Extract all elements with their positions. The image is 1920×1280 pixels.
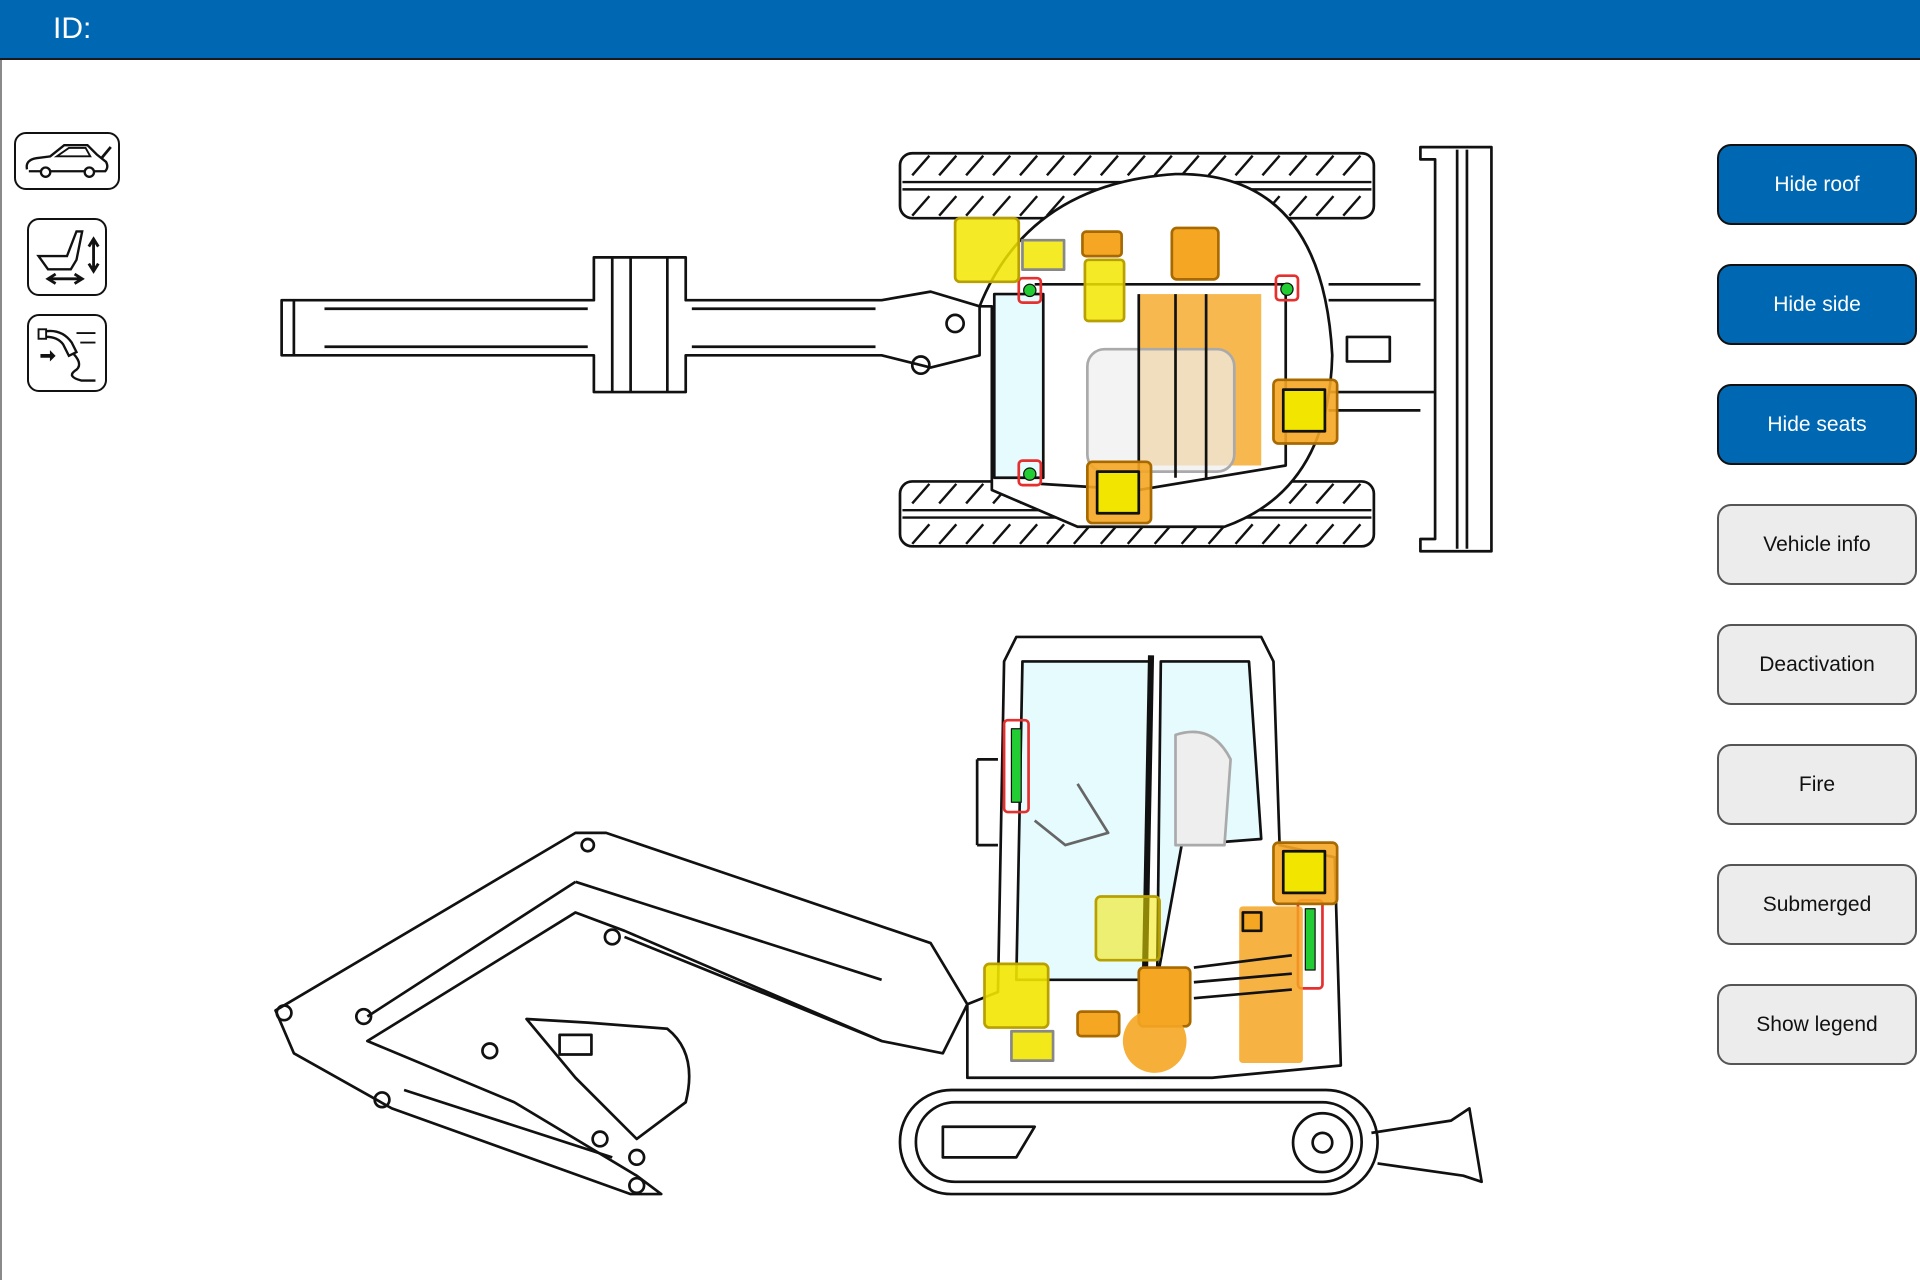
track-tread: [1342, 483, 1362, 545]
vehicle-info-button[interactable]: Vehicle info: [1717, 504, 1917, 585]
track-tread: [1288, 483, 1308, 545]
seat-adjust-icon: [36, 230, 100, 285]
hide-roof-button[interactable]: Hide roof: [1717, 144, 1917, 225]
track-tread: [911, 483, 931, 545]
car-trunk-button[interactable]: [14, 132, 120, 190]
header-bar: ID:: [0, 0, 1920, 60]
window-border: [0, 0, 2, 1280]
track-tread: [911, 154, 931, 217]
show-legend-button[interactable]: Show legend: [1717, 984, 1917, 1065]
seat-adjust-button[interactable]: [27, 218, 107, 296]
track-tread: [1046, 154, 1066, 217]
hide-side-button[interactable]: Hide side: [1717, 264, 1917, 345]
car-trunk-icon: [25, 144, 112, 178]
track-tread: [938, 154, 958, 217]
track-tread: [965, 154, 985, 217]
charging-plug-icon: [37, 328, 96, 382]
side-view: [274, 635, 1483, 1196]
track-tread: [1315, 154, 1335, 217]
charging-plug-button[interactable]: [27, 314, 107, 392]
deactivation-button[interactable]: Deactivation: [1717, 624, 1917, 705]
track-tread: [1288, 154, 1308, 217]
track-tread: [1342, 154, 1362, 217]
track-tread: [1315, 483, 1335, 545]
track-tread: [992, 154, 1012, 217]
top-view: [280, 145, 1493, 553]
track-tread: [1019, 154, 1039, 217]
submerged-button[interactable]: Submerged: [1717, 864, 1917, 945]
track-tread: [965, 483, 985, 545]
id-title: ID:: [53, 12, 92, 45]
fire-button[interactable]: Fire: [1717, 744, 1917, 825]
track-tread: [938, 483, 958, 545]
hide-seats-button[interactable]: Hide seats: [1717, 384, 1917, 465]
